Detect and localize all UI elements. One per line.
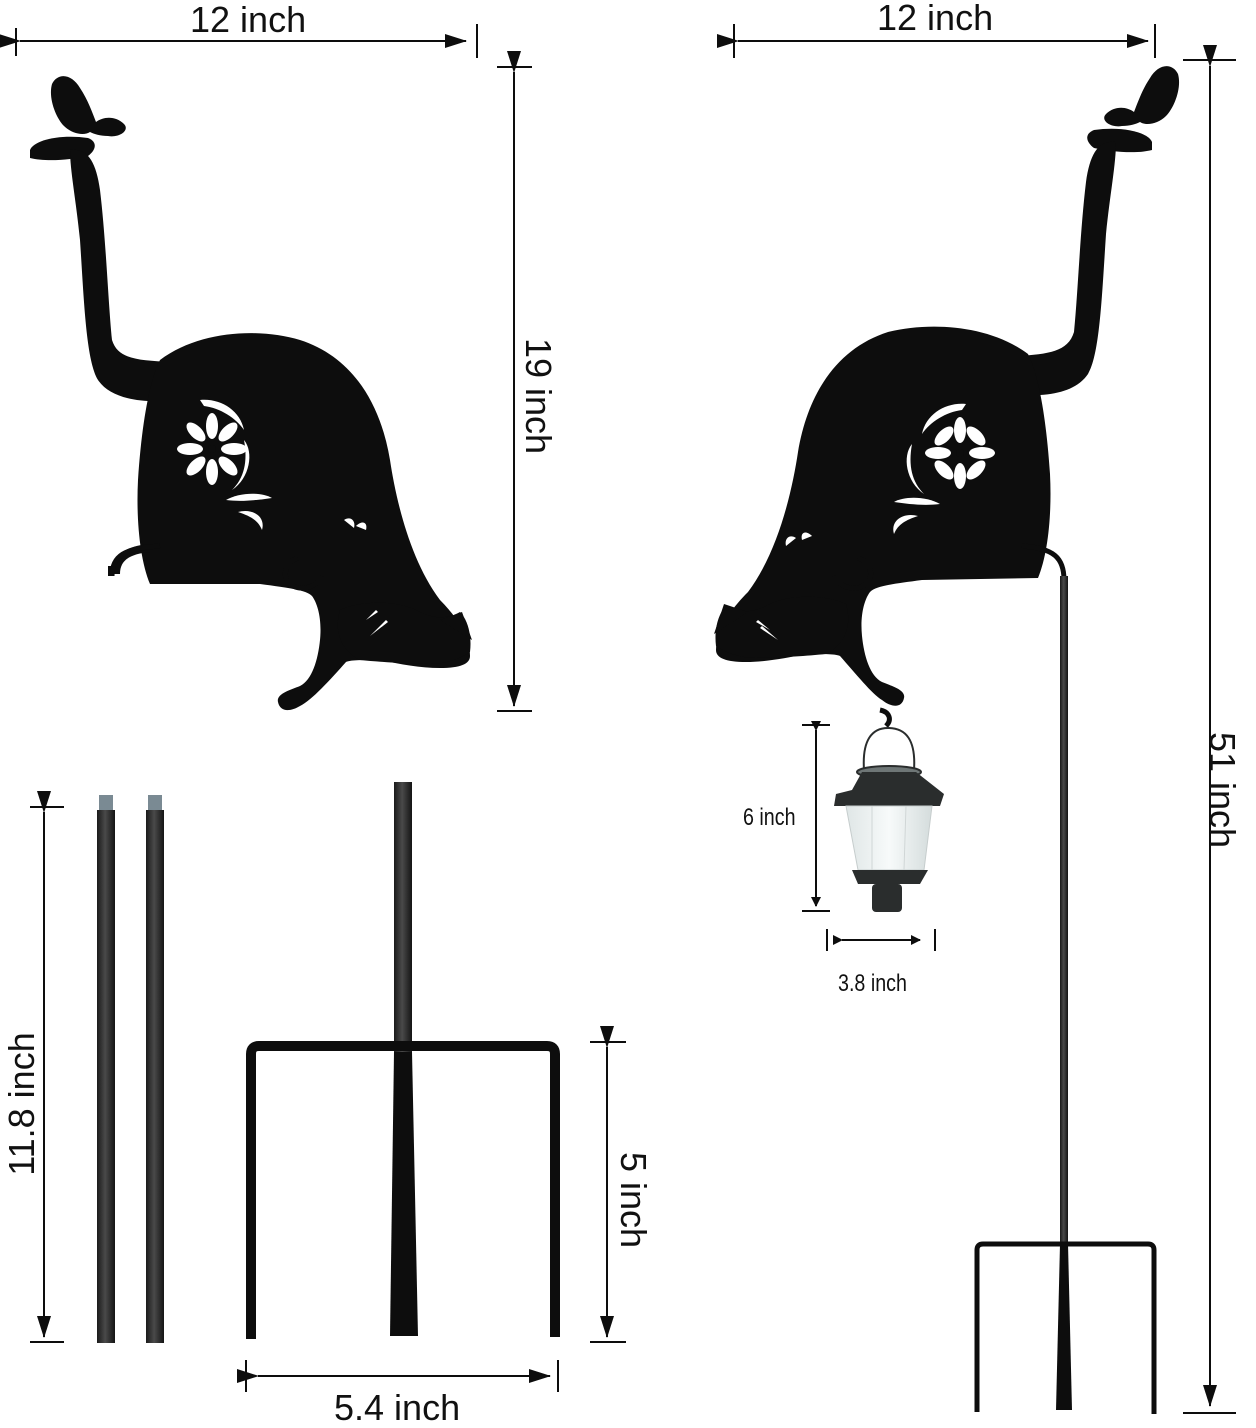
ground-stake-base — [246, 782, 560, 1339]
lantern-height-dimension — [802, 721, 830, 912]
left-cat-silhouette — [30, 76, 472, 711]
left-width-label: 12 inch — [190, 0, 307, 40]
solar-lantern — [834, 726, 944, 912]
right-width-dimension — [717, 24, 1156, 58]
right-cat-silhouette — [714, 66, 1180, 706]
lantern-height-label: 6 inch — [743, 804, 796, 831]
base-width-dimension — [237, 1360, 559, 1392]
left-cat-hooks — [109, 543, 325, 591]
right-width-label: 12 inch — [877, 0, 994, 38]
left-height-dimension — [497, 51, 532, 712]
right-cat-hooks — [831, 543, 1067, 728]
right-cat-flower-cutout — [756, 403, 995, 640]
left-width-dimension — [0, 24, 478, 58]
lantern-width-label: 3.8 inch — [838, 970, 907, 997]
rod-length-label: 11.8 inch — [1, 1032, 42, 1176]
base-height-label: 5 inch — [613, 1151, 654, 1249]
base-height-dimension — [590, 1026, 626, 1343]
main-pole — [1060, 576, 1068, 1328]
assembled-base-spike — [1056, 1244, 1072, 1410]
lantern-width-dimension — [826, 929, 936, 951]
extension-rods — [97, 795, 164, 1343]
base-width-label: 5.4 inch — [334, 1387, 461, 1428]
total-height-label: 51 inch — [1202, 731, 1243, 849]
left-cat-flower-cutout — [177, 399, 388, 636]
total-height-dimension — [1183, 45, 1236, 1414]
left-height-label: 19 inch — [518, 337, 559, 455]
rod-length-dimension — [30, 791, 64, 1343]
